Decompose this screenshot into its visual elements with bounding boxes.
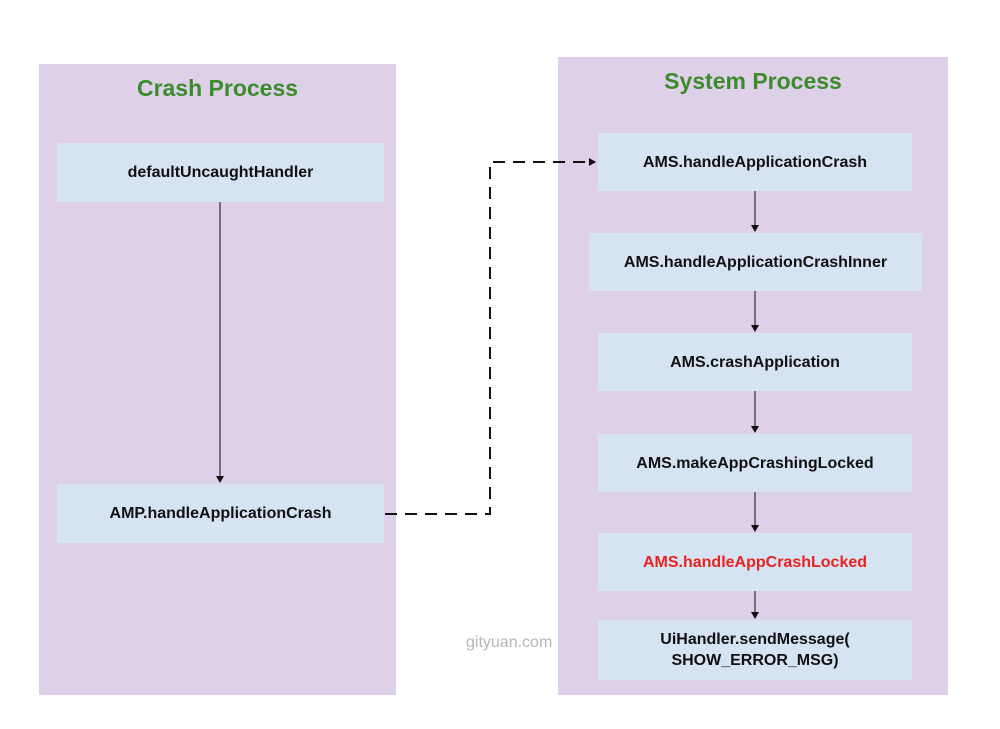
node-ams-make-app-crashing-locked: AMS.makeAppCrashingLocked <box>598 434 912 492</box>
node-amp-handle-application-crash: AMP.handleApplicationCrash <box>57 484 384 543</box>
watermark: gityuan.com <box>466 634 553 651</box>
node-ams-crash-application: AMS.crashApplication <box>598 333 912 391</box>
node-default-uncaught-handler: defaultUncaughtHandler <box>57 143 384 202</box>
crash-process-title: Crash Process <box>136 75 299 101</box>
system-process-title: System Process <box>664 68 842 94</box>
node-ams-handle-app-crash-locked: AMS.handleAppCrashLocked <box>598 533 912 591</box>
node-uihandler-send-message: UiHandler.sendMessage( SHOW_ERROR_MSG) <box>598 620 912 680</box>
node-ams-handle-application-crash: AMS.handleApplicationCrash <box>598 133 912 191</box>
node-ams-handle-application-crash-inner: AMS.handleApplicationCrashInner <box>589 233 922 291</box>
